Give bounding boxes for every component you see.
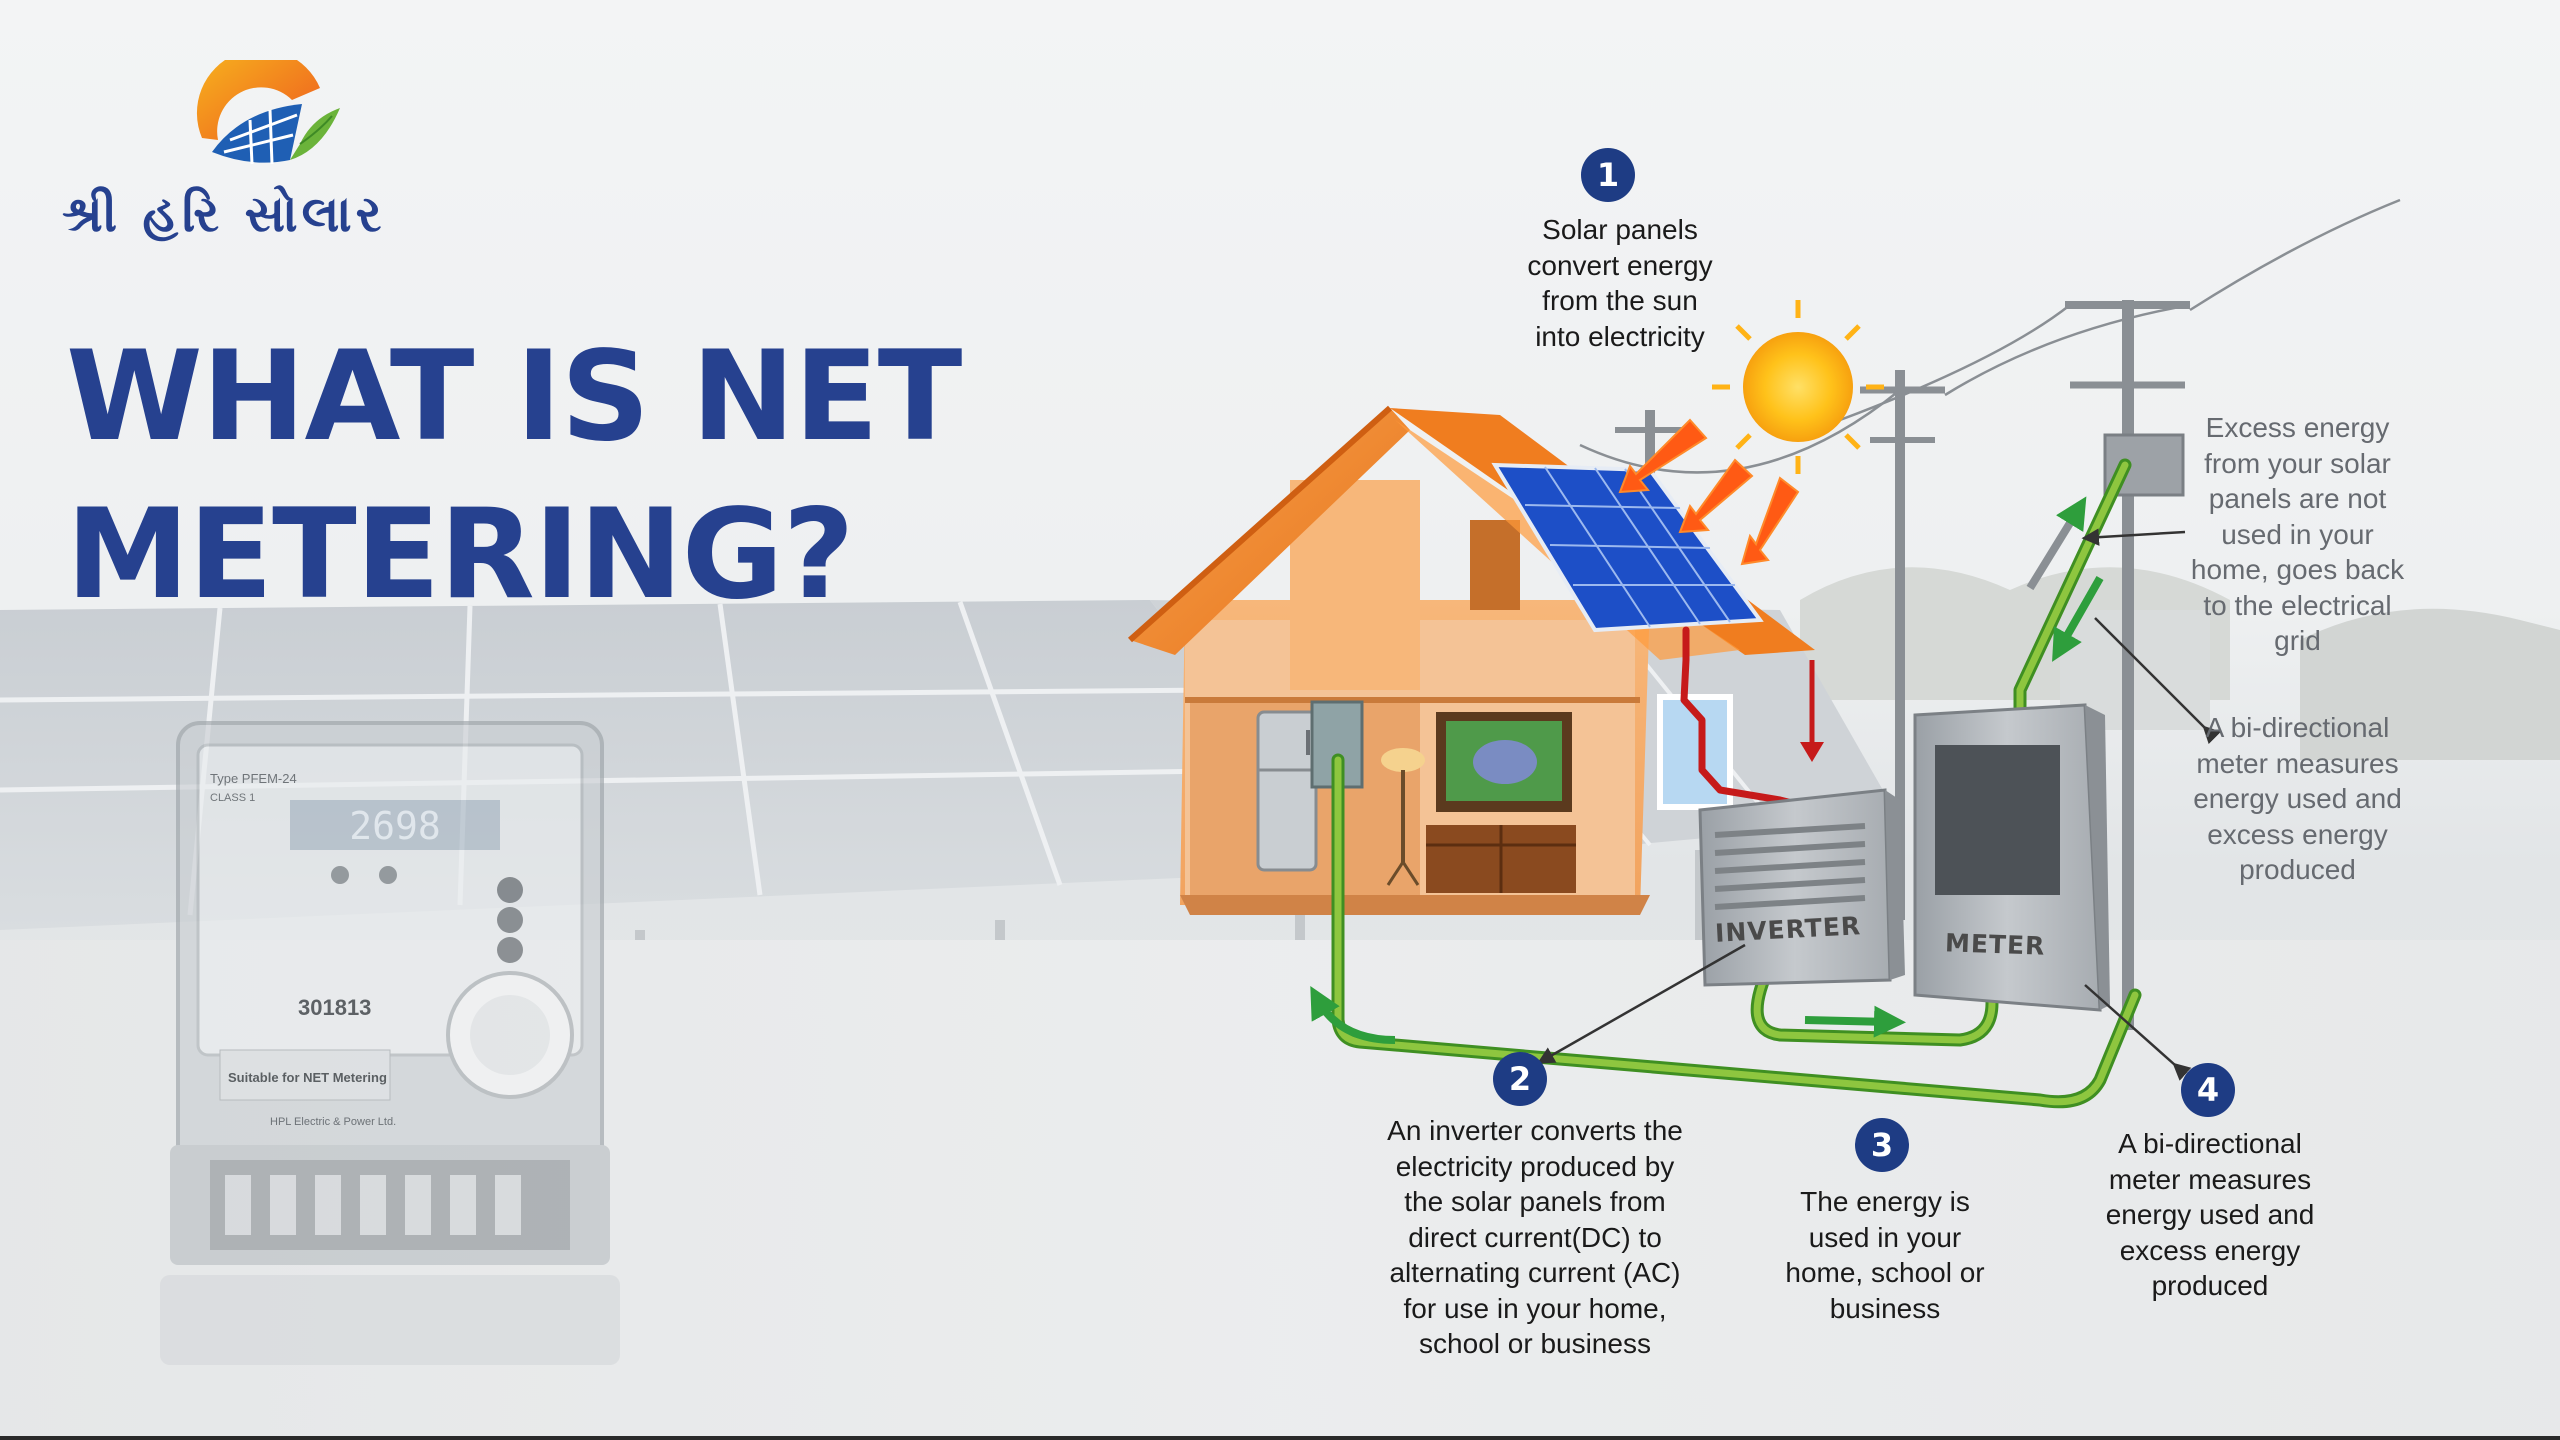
page-title: WHAT IS NET METERING? bbox=[66, 318, 966, 634]
brand-name: શ્રી હરિ સોલાર bbox=[62, 185, 386, 243]
meter-net-metering-tag: Suitable for NET Metering bbox=[228, 1070, 387, 1085]
meter-icon bbox=[1913, 703, 2110, 1012]
meter-type-label: Type PFEM-24 bbox=[210, 771, 297, 786]
meter-maker-label: HPL Electric & Power Ltd. bbox=[270, 1116, 396, 1128]
meter-label: METER bbox=[1944, 928, 2046, 961]
page-title-line-2: METERING? bbox=[66, 483, 855, 627]
sun-icon bbox=[1712, 300, 1884, 474]
step-4-badge: 4 bbox=[2181, 1063, 2235, 1117]
page-title-line-1: WHAT IS NET bbox=[66, 325, 962, 469]
meter-serial-number: 301813 bbox=[298, 995, 371, 1020]
step-3-badge: 3 bbox=[1855, 1118, 1909, 1172]
meter-class-label: CLASS 1 bbox=[210, 792, 255, 804]
tv-icon bbox=[1436, 712, 1572, 812]
logo-sun-panel-icon bbox=[196, 60, 340, 165]
utility-pole-icon bbox=[1579, 198, 2401, 1030]
step-2-badge: 2 bbox=[1493, 1052, 1547, 1106]
step-1-badge: 1 bbox=[1581, 148, 1635, 202]
arrow-icon bbox=[1310, 496, 2104, 1044]
solar-panel-icon bbox=[1491, 462, 1764, 633]
lamp-icon bbox=[1381, 748, 1425, 886]
house-icon bbox=[1128, 405, 1815, 915]
electricity-meter-photo: Type PFEM-24 CLASS 1 2698 301813 Suitabl… bbox=[160, 721, 620, 1365]
cabinet-icon bbox=[1426, 825, 1576, 893]
meter-display-reading: 2698 bbox=[349, 804, 441, 848]
inverter-icon bbox=[1698, 788, 1905, 987]
refrigerator-icon bbox=[1256, 710, 1318, 872]
brand: શ્રી હરિ સોલાર bbox=[62, 60, 442, 260]
